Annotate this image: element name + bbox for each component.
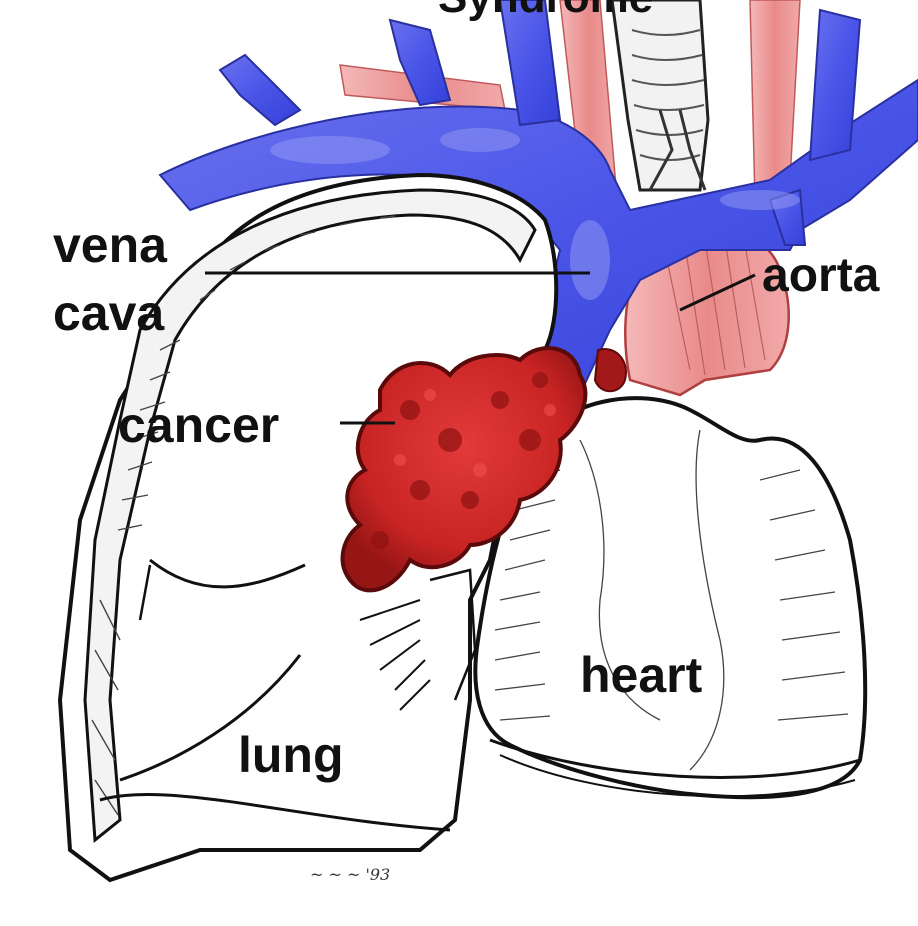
artist-signature: ~ ~ ~ '93 xyxy=(310,865,390,884)
trachea xyxy=(612,0,708,190)
heart-label: heart xyxy=(580,650,702,700)
title-fragment: Syndrome xyxy=(438,0,653,20)
cancer-label: cancer xyxy=(118,400,279,450)
vena-cava-label-line2: cava xyxy=(53,288,164,338)
lung-label: lung xyxy=(238,730,344,780)
vena-cava-label-line1: vena xyxy=(53,220,167,270)
aorta-label: aorta xyxy=(762,252,879,300)
